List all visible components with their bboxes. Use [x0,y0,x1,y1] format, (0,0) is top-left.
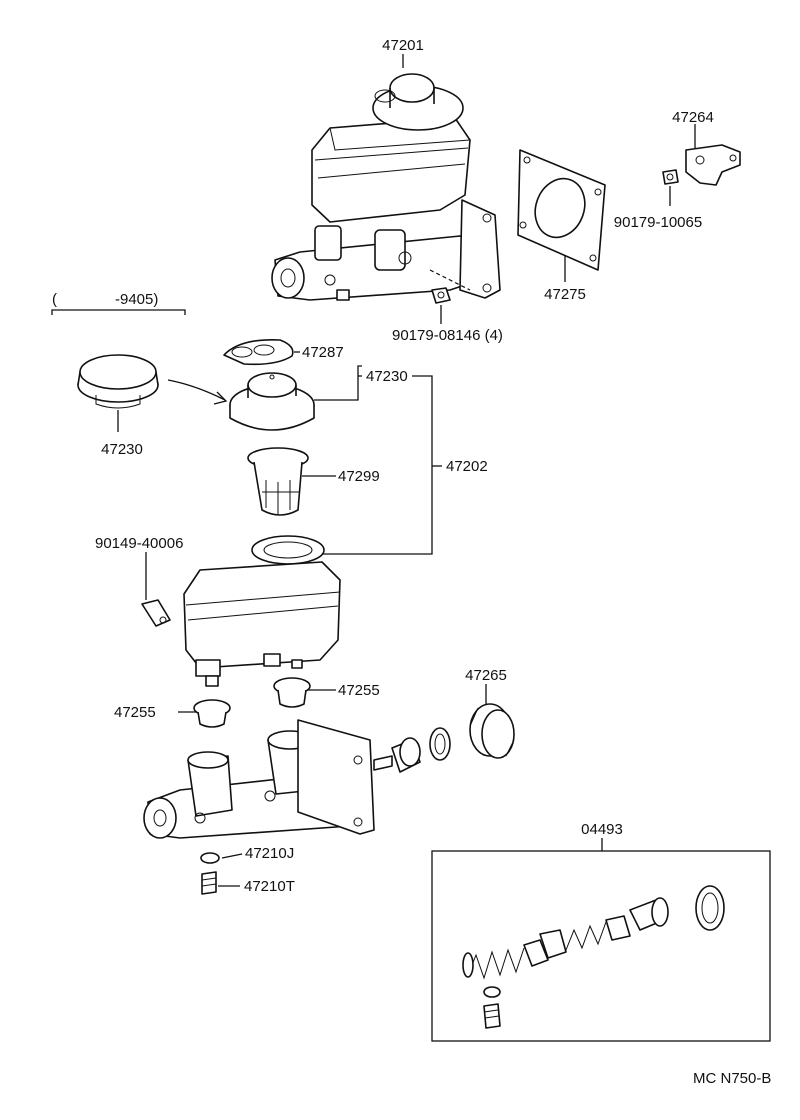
kit-04493-frame [431,850,771,1042]
label-47202: 47202 [446,458,488,475]
label-47264: 47264 [672,109,714,126]
label-47265: 47265 [465,667,507,684]
bracket-47264-drawing [662,144,741,186]
bolt-90149-40006-drawing [141,599,171,627]
label-47287: 47287 [302,344,344,361]
label-47230-new: 47230 [366,368,408,385]
reservoir-cap-47230-drawing [229,372,315,431]
label-90179-10065: 90179-10065 [614,214,702,231]
washer-47210J-drawing [200,852,220,864]
grommet-47255-right-drawing [273,677,311,708]
master-cylinder-body-drawing [143,719,421,839]
label-47210T: 47210T [244,878,295,895]
label-47230-old: 47230 [101,441,143,458]
grommet-47255-left-drawing [193,699,231,728]
label-47255-left: 47255 [114,704,156,721]
boot-47265-drawing [469,703,515,759]
label-range-end: -9405) [115,291,158,308]
snap-ring-drawing [429,727,451,761]
footer-code: MC N750-B [693,1070,771,1087]
flange-nut-drawing [431,287,451,304]
label-90179-08146: 90179-08146 (4) [392,327,503,344]
old-reservoir-cap-47230-drawing [77,354,228,432]
label-47210J: 47210J [245,845,294,862]
strainer-47299-drawing [247,447,309,516]
gasket-47275-drawing [517,149,606,271]
master-cylinder-assembly-drawing [271,73,501,301]
label-range-start: ( [52,291,57,308]
label-47255-right: 47255 [338,682,380,699]
piston-kit-04493-drawing [462,885,725,1029]
label-47299: 47299 [338,468,380,485]
label-04493: 04493 [581,821,623,838]
label-47201: 47201 [382,37,424,54]
reservoir-47202-drawing [183,535,341,687]
cap-gasket-47287-drawing [223,338,294,366]
label-90149-40006: 90149-40006 [95,535,183,552]
bolt-47210T-drawing [201,871,217,895]
label-47275: 47275 [544,286,586,303]
